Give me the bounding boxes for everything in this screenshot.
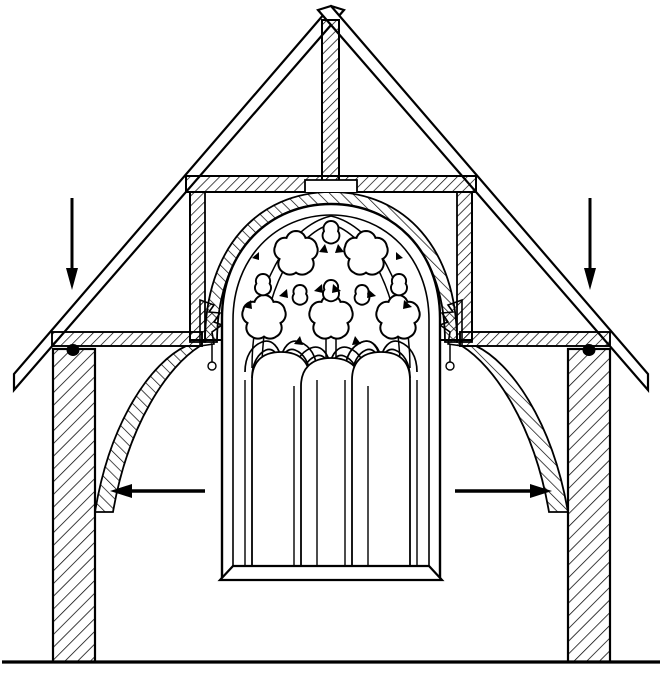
trefoil-crown (321, 220, 341, 245)
trefoil-right-inner (353, 284, 371, 306)
wall-plate-left (51, 331, 203, 347)
trefoil-centre (322, 279, 340, 303)
arch-brace-right (458, 345, 570, 513)
roof-rafters (12, 4, 650, 393)
wall-right (566, 347, 612, 664)
trefoil-left-outer (254, 273, 272, 297)
wall-plate-right (459, 331, 611, 347)
king-post (321, 19, 340, 189)
window-sill (217, 564, 445, 582)
cinquefoil-upper-right (343, 229, 389, 276)
arch-brace-left (93, 345, 204, 513)
force-arrows (66, 198, 596, 498)
cinquefoil-lower-mid (308, 293, 354, 340)
rafter-left (12, 4, 346, 393)
thrust-arrow-left (110, 484, 205, 498)
tracery-trefoils (254, 220, 408, 306)
right-light (351, 351, 411, 567)
cinquefoil-lower-left (241, 293, 287, 340)
thrust-arrow-right (455, 484, 552, 498)
load-arrow-left (66, 198, 78, 290)
rafter-right (316, 4, 650, 393)
peg-left (66, 344, 80, 356)
peg-right (582, 344, 596, 356)
wall-left (51, 347, 97, 664)
cinquefoil-upper-left (273, 229, 319, 276)
window-mullions (244, 380, 418, 566)
gothic-traceried-window (217, 202, 445, 582)
window-lights (251, 351, 411, 567)
tracery-cusps (243, 244, 412, 345)
trefoil-left-inner (291, 284, 309, 306)
trefoil-right-outer (390, 273, 408, 297)
load-arrow-right (584, 198, 596, 290)
corbel-right (438, 298, 463, 371)
corbel-left (199, 298, 224, 371)
